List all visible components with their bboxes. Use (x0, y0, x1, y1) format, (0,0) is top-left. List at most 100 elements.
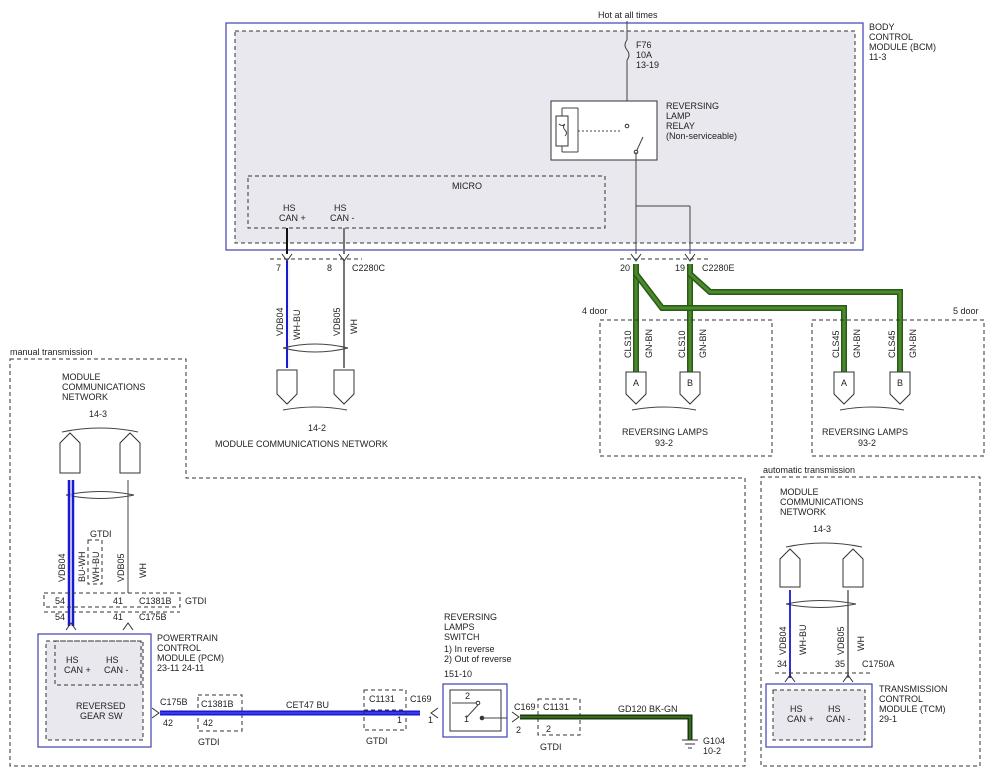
pcm-inner-box (45, 640, 144, 741)
ground-g104: G104 10-2 (703, 736, 728, 756)
relay-contact-arm (635, 136, 644, 153)
tcm-hs-can-high: HS CAN + (787, 704, 814, 724)
manual-c1131: C1131 (369, 694, 395, 704)
wire-vdb04-color: WH-BU (292, 310, 302, 341)
manual-network-connector-right (119, 432, 141, 474)
manual-pin-54b: 54 (55, 612, 65, 622)
four-door-reversing-lamps-label: REVERSING LAMPS (622, 427, 708, 437)
pcm-hs-can-high: HS CAN + (64, 655, 91, 675)
auto-wire-vdb04: VDB04 (778, 626, 788, 655)
five-door-conn-a: A (841, 378, 847, 388)
bcm-hs-can-high: HS CAN + (279, 203, 306, 223)
four-door-wire1-color: GN-BN (644, 329, 654, 358)
manual-c169: C169 (410, 694, 432, 704)
micro-label: MICRO (452, 181, 482, 191)
manual-gtdi-c1381b: GTDI (185, 596, 207, 606)
tcm-title: TRANSMISSION CONTROL MODULE (TCM) 29-1 (879, 684, 950, 724)
wire-vdb04-code: VDB04 (275, 307, 285, 336)
reversing-lamp-relay-label: REVERSING LAMP RELAY (Non-serviceable) (666, 101, 737, 141)
four-door-wire2-code: CLS10 (677, 330, 687, 358)
bcm-title: BODY CONTROL MODULE (BCM) 11-3 (869, 22, 939, 62)
five-door-ref: 93-2 (858, 438, 876, 448)
auto-wire-whbu: WH-BU (798, 625, 808, 656)
switch-gtdi: GTDI (540, 742, 562, 752)
manual-wire-wh: WH (138, 563, 148, 578)
auto-pin-34: 34 (777, 659, 787, 669)
bcm-can-network-label: MODULE COMMUNICATIONS NETWORK (215, 439, 388, 449)
bcm-inner-box (234, 30, 856, 244)
bcm-outer-box (225, 22, 864, 251)
tcm-inner-box (772, 689, 866, 741)
bcm-lamp-branch: 20 19 C2280E (620, 253, 903, 372)
auto-wire-vdb05: VDB05 (836, 626, 846, 655)
five-door-section: 5 door CLS45 GN-BN CLS45 GN-BN A B REVER… (811, 306, 985, 457)
wire-vdb05-code: VDB05 (332, 307, 342, 336)
manual-gtdi-label: GTDI (90, 529, 112, 539)
manual-wire-vdb05: VDB05 (116, 553, 126, 582)
wire-cls45-b (687, 271, 903, 372)
switch-inner-box (449, 689, 502, 732)
switch-pos-1: 1 (464, 714, 469, 724)
manual-pin-1b: 1 (428, 715, 433, 725)
five-door-wire2-color: GN-BN (908, 329, 918, 358)
auto-connector-c1750a: C1750A (862, 659, 895, 669)
manual-wire-buwh: BU-WH (77, 552, 87, 583)
four-door-section: 4 door CLS10 GN-BN CLS10 GN-BN A B REVER… (582, 306, 773, 457)
hot-at-all-times-label: Hot at all times (598, 10, 658, 20)
manual-c1381b: C1381B (139, 596, 172, 606)
auto-wire-wh: WH (856, 636, 866, 651)
wire-vdb05-color: WH (349, 319, 359, 334)
manual-transmission-title: manual transmission (10, 347, 93, 357)
manual-pin-41a: 41 (113, 596, 123, 606)
switch-title: REVERSING LAMPS SWITCH (444, 612, 500, 642)
manual-c175b-2: C175B (160, 697, 188, 707)
manual-network-label: MODULE COMMUNICATIONS NETWORK (62, 372, 148, 402)
five-door-title: 5 door (953, 306, 979, 316)
wire-cls45-a (633, 272, 847, 372)
manual-gtdi-2: GTDI (198, 737, 220, 747)
automatic-transmission-title: automatic transmission (763, 465, 855, 475)
manual-wire-whbu: WH-BU (91, 552, 101, 583)
five-door-wire2-code: CLS45 (887, 330, 897, 358)
can-connector-left (276, 369, 298, 405)
bcm-hs-can-low: HS CAN - (330, 203, 355, 223)
auto-network-ref: 14-3 (813, 524, 831, 534)
pin-8: 8 (327, 263, 332, 273)
manual-network-connector-left (59, 432, 81, 474)
five-door-wire1-code: CLS45 (831, 330, 841, 358)
four-door-conn-a: A (633, 378, 639, 388)
manual-c175b: C175B (139, 612, 167, 622)
pin-20: 20 (620, 263, 630, 273)
manual-pin-1a: 1 (397, 715, 402, 725)
four-door-wire1-code: CLS10 (623, 330, 633, 358)
pcm-hs-can-low: HS CAN - (104, 655, 129, 675)
ground-icon (682, 739, 698, 749)
five-door-wire1-color: GN-BN (852, 329, 862, 358)
four-door-ref: 93-2 (655, 438, 673, 448)
manual-transmission-section: manual transmission MODULE COMMUNICATION… (9, 347, 746, 767)
twisted-pair-symbol (282, 343, 349, 353)
pin-19: 19 (675, 263, 685, 273)
auto-network-connector-left (779, 548, 801, 588)
wire-cet47-label: CET47 BU (286, 700, 329, 710)
tcm-outer-box (765, 683, 873, 748)
manual-wire-vdb04: VDB04 (57, 553, 67, 582)
manual-pin-41b: 41 (113, 612, 123, 622)
pcm-reversed-gear-sw: REVERSED GEAR SW (76, 701, 128, 721)
four-door-lamp-b-connector (679, 371, 701, 405)
switch-c1131: C1131 (543, 702, 569, 712)
reversing-lamps-switch-section: REVERSING LAMPS SWITCH 1) In reverse 2) … (442, 612, 728, 756)
pcm-outer-box (37, 633, 152, 748)
switch-ref: 151-10 (444, 669, 472, 679)
four-door-conn-b: B (687, 378, 693, 388)
five-door-reversing-lamps-label: REVERSING LAMPS (822, 427, 908, 437)
can-connector-right (333, 369, 355, 405)
four-door-title: 4 door (582, 306, 608, 316)
tcm-hs-can-low: HS CAN - (826, 704, 851, 724)
pcm-title: POWERTRAIN CONTROL MODULE (PCM) 23-11 24… (157, 633, 227, 673)
manual-pin-42a: 42 (163, 718, 173, 728)
switch-c169: C169 (514, 702, 536, 712)
micro-box (247, 175, 606, 229)
pin-7: 7 (276, 263, 281, 273)
